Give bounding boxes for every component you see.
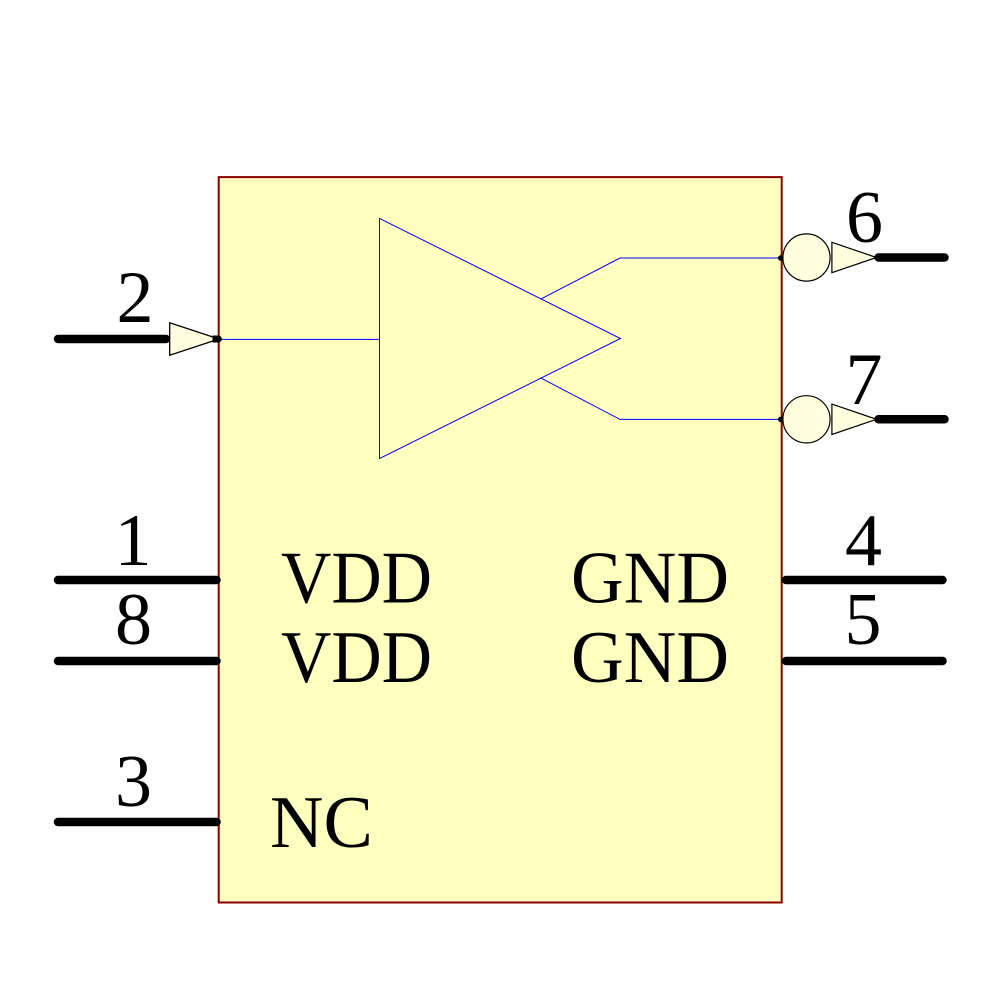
svg-text:5: 5 (845, 579, 882, 661)
svg-text:3: 3 (115, 741, 152, 823)
svg-text:4: 4 (845, 500, 882, 582)
svg-text:1: 1 (115, 500, 152, 582)
svg-text:7: 7 (846, 339, 883, 421)
svg-text:2: 2 (117, 257, 154, 339)
svg-text:8: 8 (115, 579, 152, 661)
svg-text:GND: GND (571, 538, 729, 620)
svg-text:6: 6 (846, 177, 883, 259)
svg-text:VDD: VDD (281, 538, 432, 620)
svg-text:NC: NC (270, 782, 373, 864)
svg-text:GND: GND (571, 617, 729, 699)
svg-text:VDD: VDD (281, 617, 432, 699)
